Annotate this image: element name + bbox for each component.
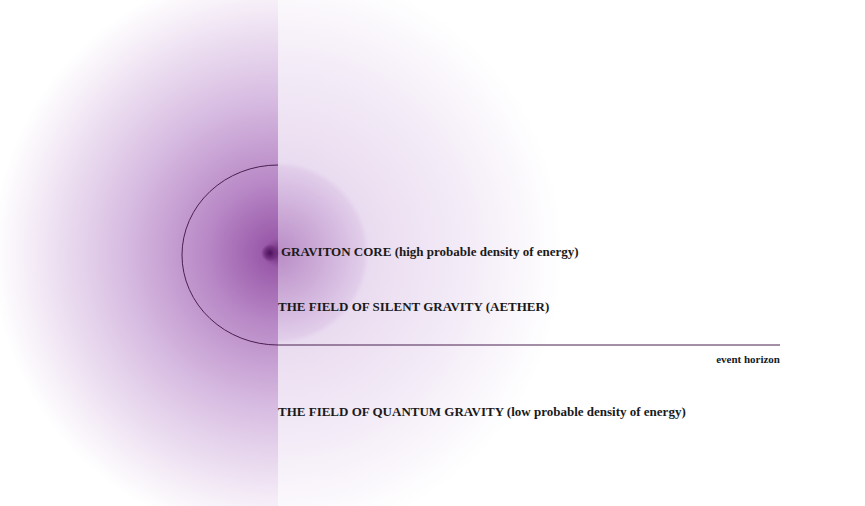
aether-label: THE FIELD OF SILENT GRAVITY (AETHER): [278, 299, 549, 315]
horizon-label: event horizon: [716, 353, 780, 366]
event-horizon-line: [182, 165, 780, 345]
quantum-field-label: THE FIELD OF QUANTUM GRAVITY (low probab…: [278, 404, 686, 420]
core-label: GRAVITON CORE (high probable density of …: [281, 244, 579, 260]
graviton-core-dot: [261, 244, 279, 262]
dense-field-half: [0, 0, 278, 506]
